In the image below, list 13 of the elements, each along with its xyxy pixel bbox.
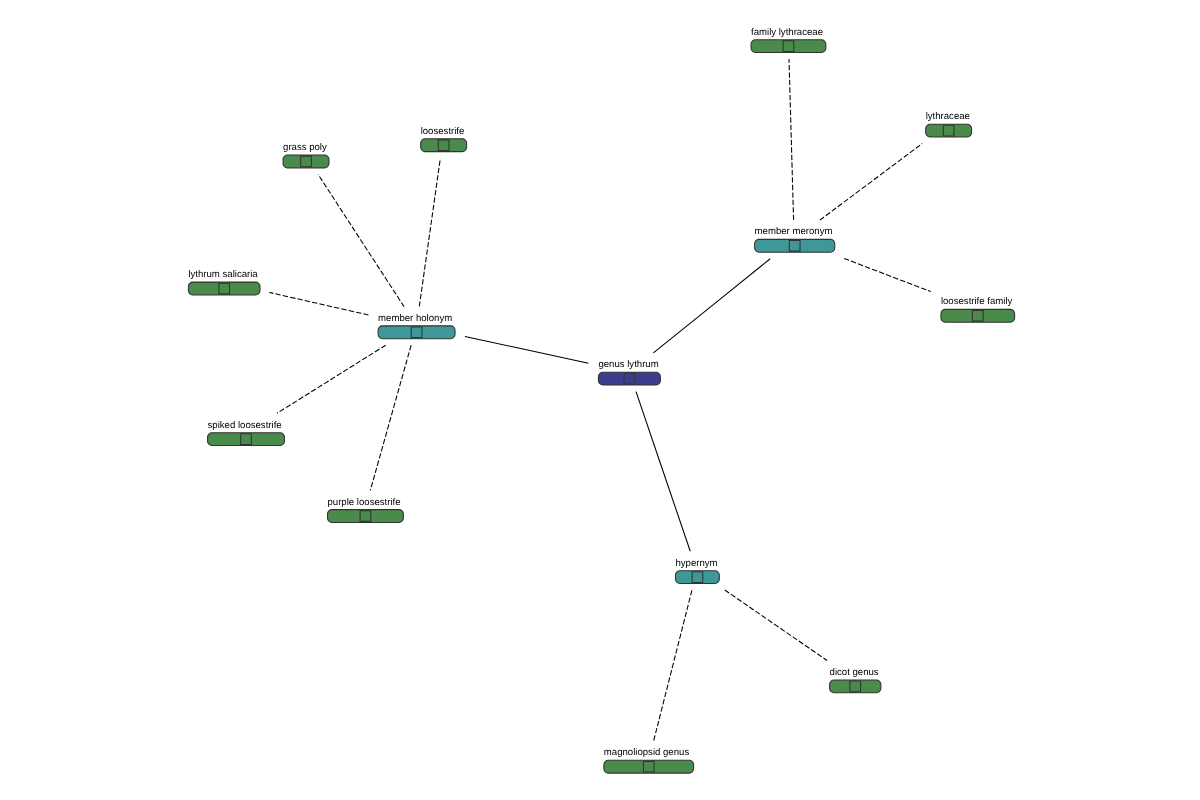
connector [723,589,827,661]
connector [267,291,368,316]
connector [787,58,794,221]
connector [417,157,440,308]
connector [818,143,922,221]
connector [275,344,386,414]
connector [316,173,404,308]
connector [368,344,411,491]
connector [651,258,770,354]
connector [652,589,692,742]
connector [463,335,588,364]
connector [634,391,690,552]
connector [842,258,931,293]
